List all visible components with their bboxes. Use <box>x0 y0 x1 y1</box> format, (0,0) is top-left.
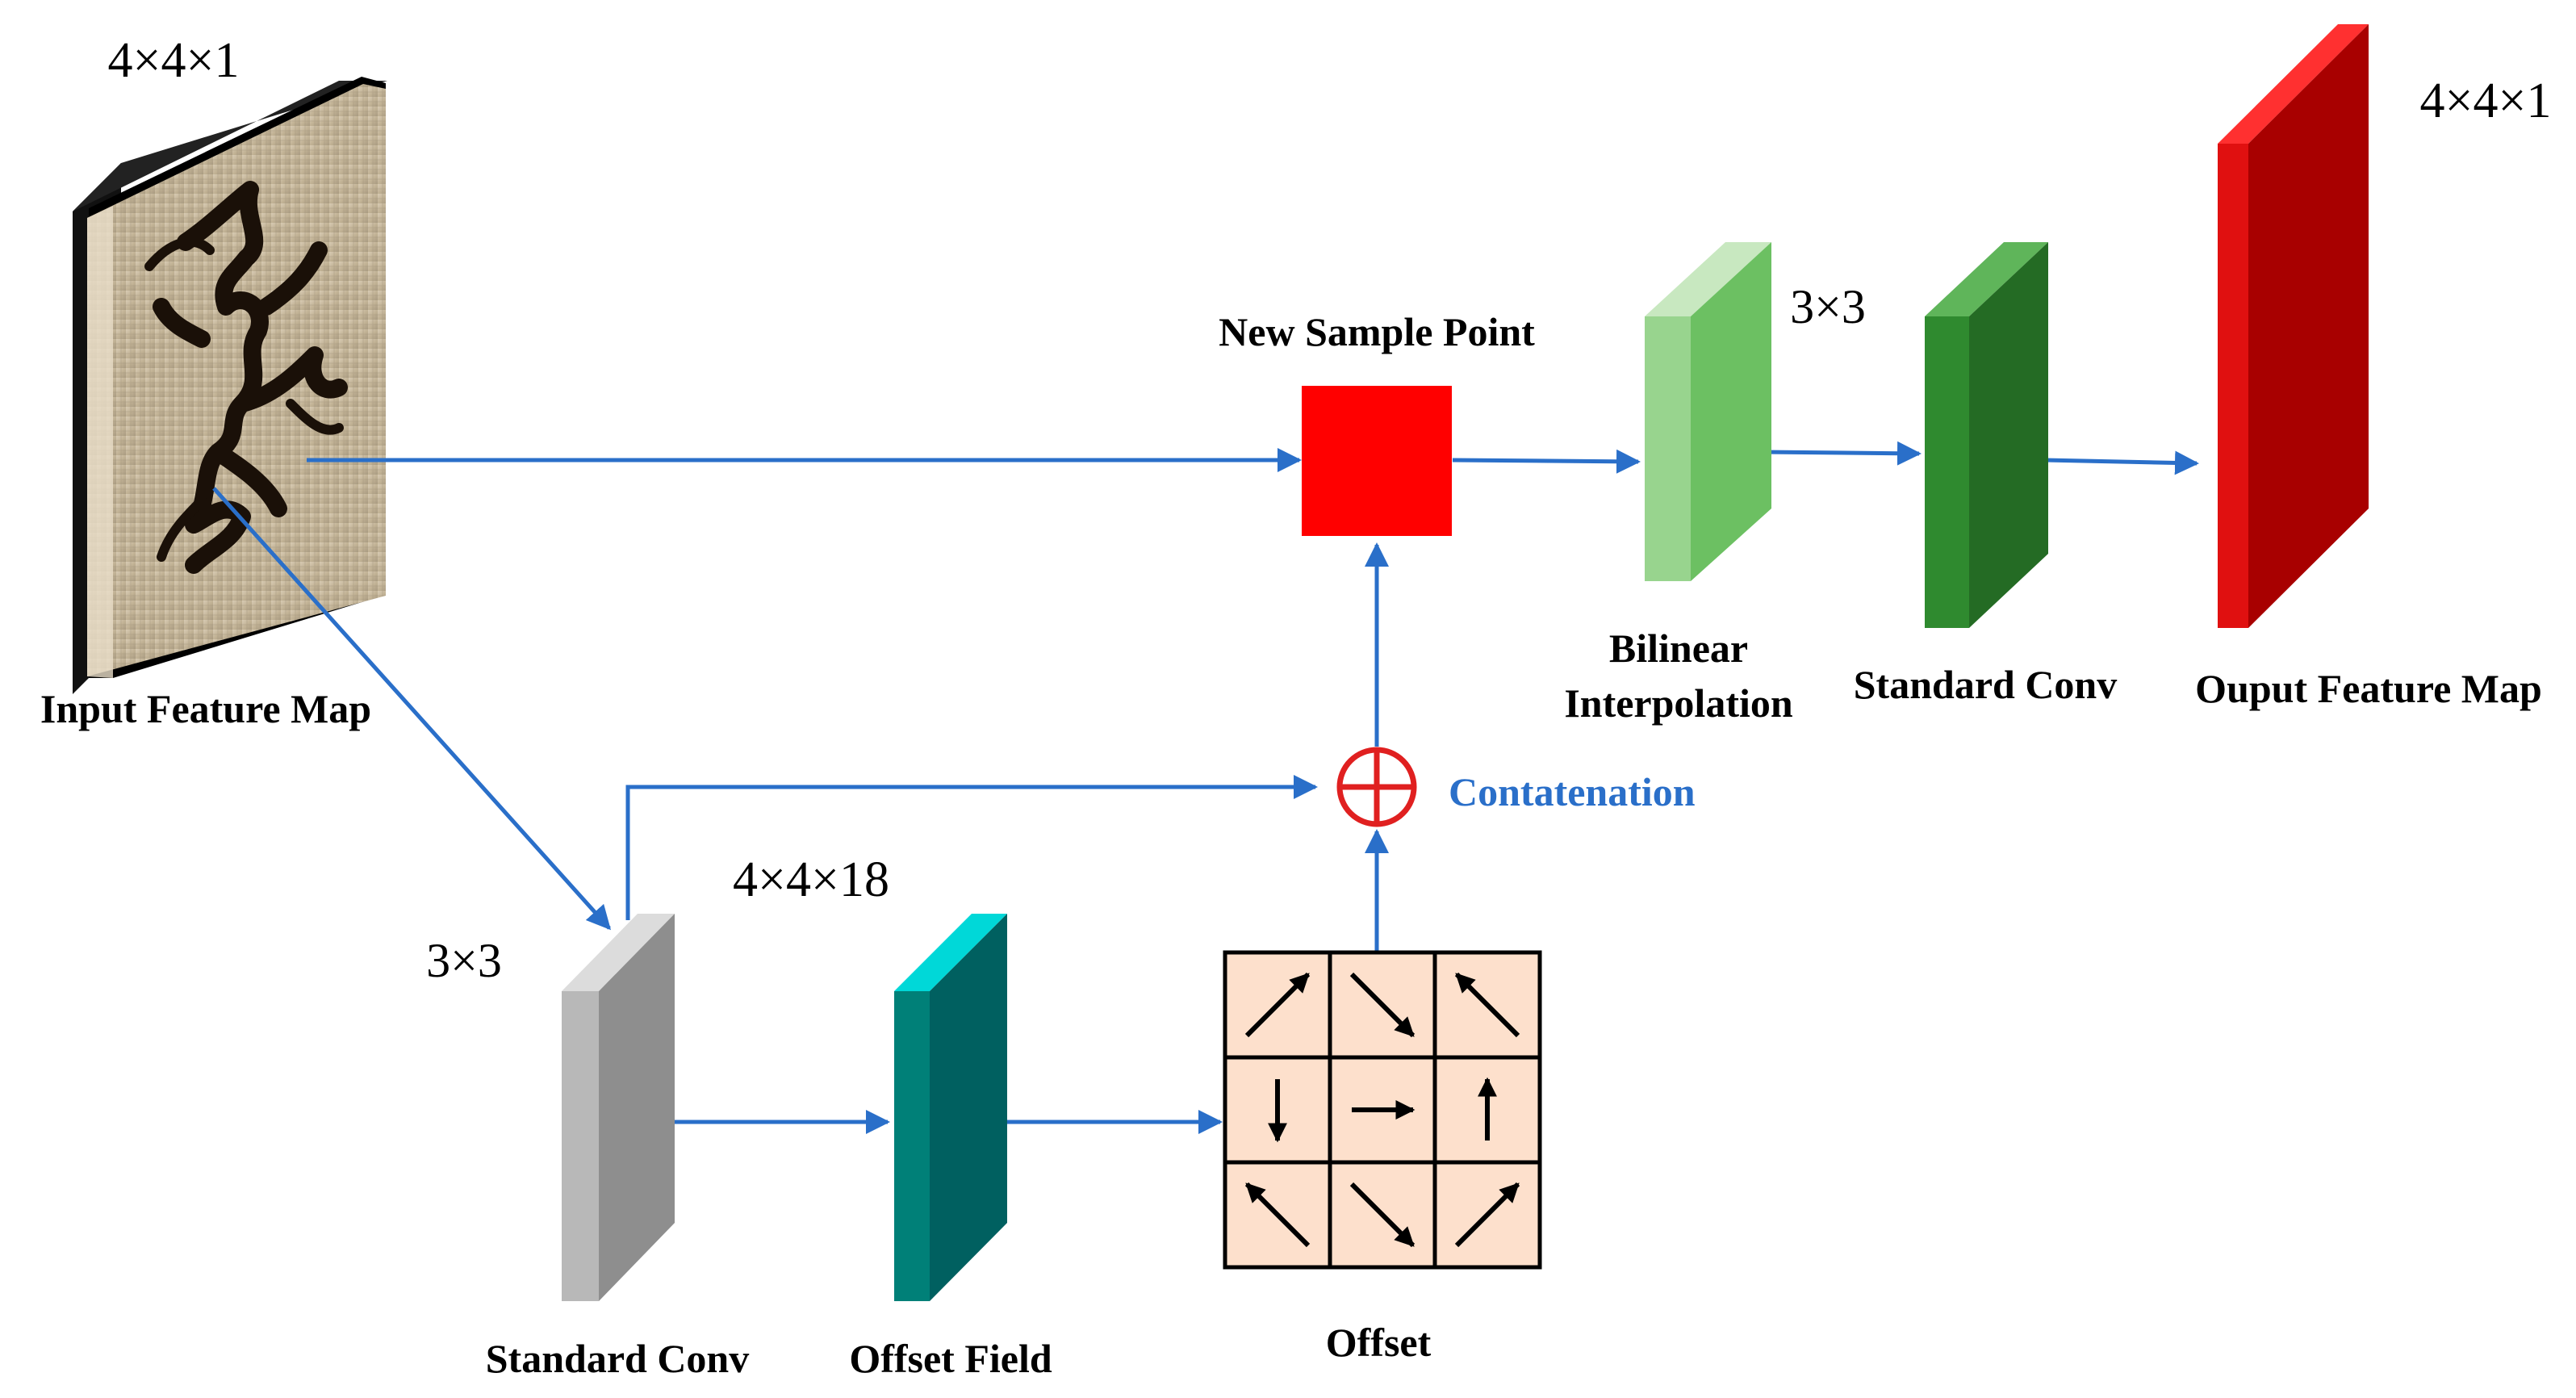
input-feature-map <box>73 77 387 694</box>
input-feature-map-label: Input Feature Map <box>40 686 371 731</box>
output-feature-map-label: Ouput Feature Map <box>2195 666 2542 711</box>
arrow-conv-to-output <box>2045 450 2199 475</box>
output-feature-map-block <box>2218 24 2369 628</box>
offset-field-label: Offset Field <box>849 1336 1052 1381</box>
crack-image <box>87 84 386 676</box>
output-dims: 4×4×1 <box>2420 73 2552 128</box>
bilinear-kernel-size: 3×3 <box>1790 280 1866 333</box>
connection-arrows <box>212 441 2199 1134</box>
standard-conv-bottom-label: Standard Conv <box>486 1336 750 1381</box>
standard-conv-top-block <box>1925 242 2048 628</box>
arrow-input-to-conv <box>212 487 612 931</box>
offset-field-dims: 4×4×18 <box>733 852 889 907</box>
new-sample-point-label: New Sample Point <box>1219 309 1535 354</box>
offset-arrow-down-right <box>1349 1182 1416 1248</box>
offset-grid-cell <box>1432 950 1542 1060</box>
concat-symbol <box>1336 747 1417 827</box>
concatenation-label: Contatenation <box>1449 769 1696 814</box>
standard-conv-bottom-block <box>562 914 675 1301</box>
arrow-bilinear-to-conv <box>1763 441 1922 466</box>
arrow-conv-to-concat <box>625 775 1318 920</box>
offset-arrow-down-right <box>1349 972 1416 1038</box>
offset-field-block <box>894 914 1007 1301</box>
offset-arrow-up-left <box>1454 972 1520 1038</box>
offset-arrow-up-left <box>1244 1182 1311 1248</box>
bilinear-interpolation-block <box>1645 242 1771 581</box>
bilinear-label-line1: Bilinear <box>1609 626 1748 671</box>
arrow-sample-to-bilinear <box>1452 449 1641 474</box>
standard-conv-top-label: Standard Conv <box>1854 662 2118 707</box>
conv-kernel-size: 3×3 <box>426 934 502 987</box>
new-sample-point-square <box>1302 386 1452 536</box>
offset-label: Offset <box>1326 1320 1432 1365</box>
offset-grid <box>1223 950 1542 1270</box>
input-dims: 4×4×1 <box>108 33 240 88</box>
offset-arrow-up-right <box>1244 972 1311 1038</box>
bilinear-label-line2: Interpolation <box>1564 680 1793 726</box>
offset-arrow-up-right <box>1454 1182 1520 1248</box>
